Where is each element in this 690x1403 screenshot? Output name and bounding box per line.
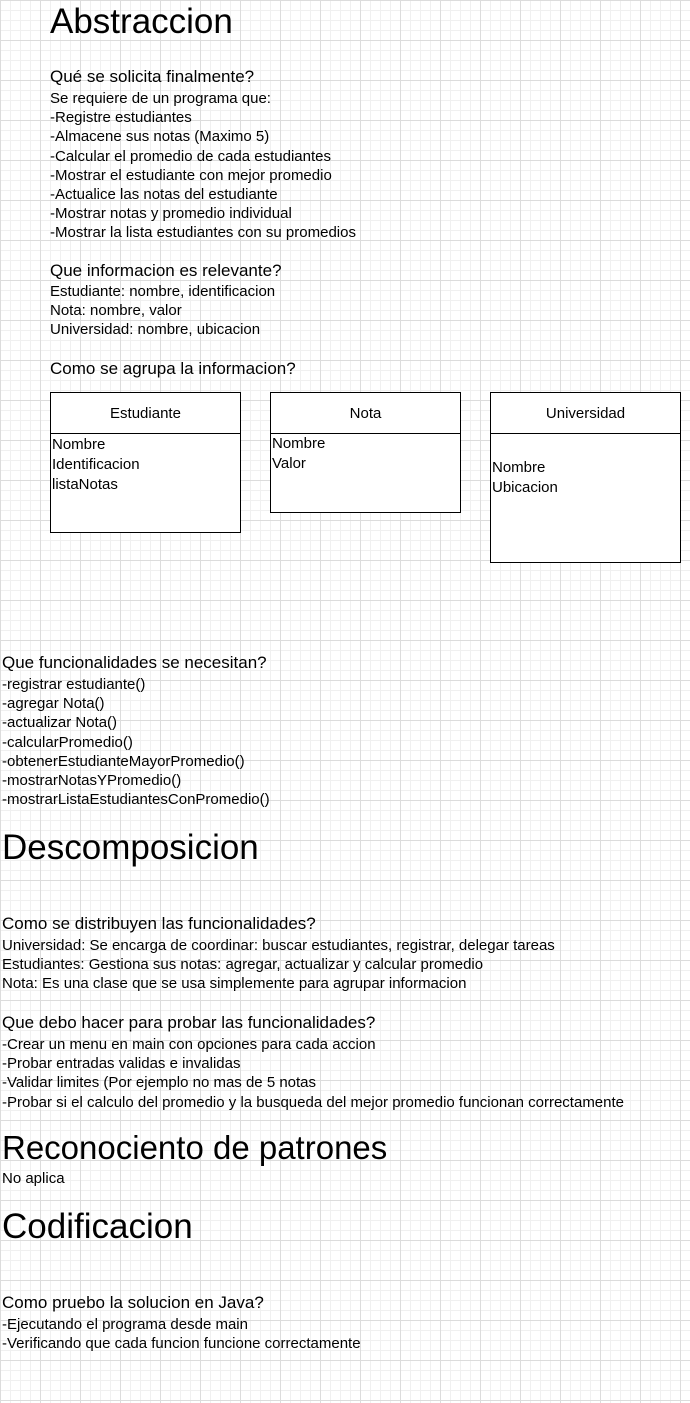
cod-q1-list: -Ejecutando el programa desde main -Veri… <box>2 1315 361 1353</box>
list-item: -Verificando que cada funcion funcione c… <box>2 1335 361 1353</box>
codificacion-title: Codificacion <box>2 1207 193 1246</box>
list-item: Estudiante: nombre, identificacion <box>50 283 276 300</box>
list-item: -Mostrar la lista estudiantes con su pro… <box>50 224 356 242</box>
class-field: Valor <box>272 455 306 472</box>
list-item: -Probar si el calculo del promedio y la … <box>2 1093 625 1111</box>
cod-q1-heading: Como pruebo la solucion en Java? <box>2 1293 264 1312</box>
list-item: -Calcular el promedio de cada estudiante… <box>50 147 331 165</box>
list-item: -calcularPromedio() <box>2 733 133 751</box>
list-item: -Almacene sus notas (Maximo 5) <box>50 128 270 146</box>
class-fields: Nombre Valor <box>271 434 460 474</box>
descomposicion-title: Descomposicion <box>2 828 259 867</box>
list-item: Universidad: nombre, ubicacion <box>50 321 261 339</box>
list-item: -obtenerEstudianteMayorPromedio() <box>2 752 245 770</box>
list-item: Estudiantes: Gestiona sus notas: agregar… <box>2 956 484 974</box>
class-name: Estudiante <box>51 393 240 434</box>
list-item: -Mostrar notas y promedio individual <box>50 205 292 223</box>
list-item: -Ejecutando el programa desde main <box>2 1316 248 1333</box>
q3-heading: Como se agrupa la informacion? <box>50 359 296 378</box>
class-fields: Nombre Ubicacion <box>491 434 680 498</box>
abstraccion-title: Abstraccion <box>50 2 233 41</box>
patrones-text: No aplica <box>2 1170 65 1187</box>
list-item: Se requiere de un programa que: <box>50 90 271 107</box>
class-field: listaNotas <box>52 476 118 493</box>
list-item: Nota: Es una clase que se usa simplement… <box>2 975 467 993</box>
list-item: Universidad: Se encarga de coordinar: bu… <box>2 937 555 954</box>
class-field: Ubicacion <box>492 479 558 496</box>
q2-heading: Que informacion es relevante? <box>50 261 282 280</box>
q1-list: Se requiere de un programa que: -Registr… <box>50 89 356 243</box>
class-field: Nombre <box>492 459 546 476</box>
class-field: Nombre <box>272 435 326 452</box>
list-item: Nota: nombre, valor <box>50 302 182 320</box>
list-item: -agregar Nota() <box>2 695 105 713</box>
desc-q2-heading: Que debo hacer para probar las funcional… <box>2 1013 376 1032</box>
class-name: Universidad <box>491 393 680 434</box>
list-item: -mostrarNotasYPromedio() <box>2 772 182 790</box>
desc-q1-list: Universidad: Se encarga de coordinar: bu… <box>2 936 555 994</box>
class-box-universidad[interactable]: Universidad Nombre Ubicacion <box>490 392 681 563</box>
list-item: -Registre estudiantes <box>50 109 192 127</box>
class-name: Nota <box>271 393 460 434</box>
class-box-nota[interactable]: Nota Nombre Valor <box>270 392 461 513</box>
list-item: -Crear un menu en main con opciones para… <box>2 1036 376 1053</box>
desc-q2-list: -Crear un menu en main con opciones para… <box>2 1035 624 1112</box>
q4-heading: Que funcionalidades se necesitan? <box>2 653 267 672</box>
list-item: -Validar limites (Por ejemplo no mas de … <box>2 1074 317 1092</box>
list-item: -registrar estudiante() <box>2 676 146 693</box>
list-item: -actualizar Nota() <box>2 714 118 732</box>
list-item: -Actualice las notas del estudiante <box>50 186 278 204</box>
list-item: -mostrarListaEstudiantesConPromedio() <box>2 791 270 809</box>
q4-list: -registrar estudiante() -agregar Nota() … <box>2 675 270 809</box>
list-item: -Probar entradas validas e invalidas <box>2 1055 241 1073</box>
q2-list: Estudiante: nombre, identificacion Nota:… <box>50 282 275 340</box>
desc-q1-heading: Como se distribuyen las funcionalidades? <box>2 914 316 933</box>
class-box-estudiante[interactable]: Estudiante Nombre Identificacion listaNo… <box>50 392 241 533</box>
q1-heading: Qué se solicita finalmente? <box>50 67 255 86</box>
class-fields: Nombre Identificacion listaNotas <box>51 434 240 495</box>
class-field: Identificacion <box>52 456 140 473</box>
class-field: Nombre <box>52 436 106 453</box>
list-item: -Mostrar el estudiante con mejor promedi… <box>50 166 332 184</box>
patrones-title: Reconociento de patrones <box>2 1129 388 1166</box>
